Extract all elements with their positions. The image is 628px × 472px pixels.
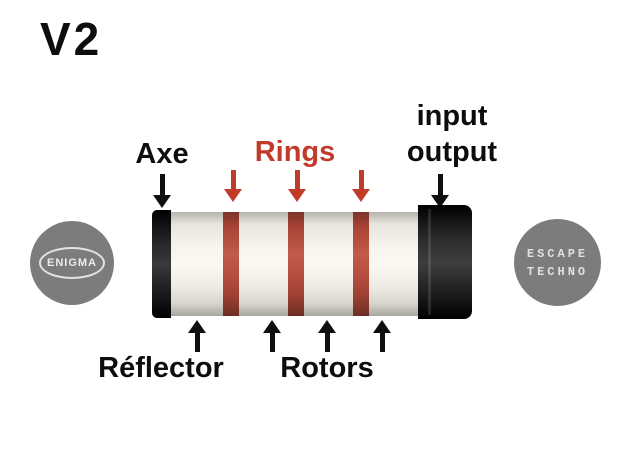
ring3-down-arrow-icon	[352, 170, 370, 202]
label-rings: Rings	[254, 136, 336, 168]
output-down-arrow-icon	[431, 174, 449, 208]
ring-band	[223, 212, 239, 316]
enigma-logo-badge: ENIGMA	[30, 221, 114, 305]
label-input: input	[416, 100, 488, 132]
version-title: V2	[40, 13, 103, 65]
ring-band	[353, 212, 369, 316]
escape-techno-badge: ESCAPE TECHNO	[514, 219, 601, 306]
input-output-cap	[418, 205, 472, 319]
label-rotors: Rotors	[280, 352, 374, 384]
label-output: output	[406, 136, 498, 169]
enigma-oval-outline: ENIGMA	[39, 247, 105, 279]
rotor1-up-arrow-icon	[263, 320, 281, 352]
ring1-down-arrow-icon	[224, 170, 242, 202]
escape-logo-line2: TECHNO	[526, 264, 589, 279]
ring-band	[288, 212, 304, 316]
ring2-down-arrow-icon	[288, 170, 306, 202]
enigma-logo-text: ENIGMA	[47, 257, 97, 269]
axe-down-arrow-icon	[153, 174, 171, 208]
label-reflector: Réflector	[98, 352, 224, 384]
reflector-up-arrow-icon	[188, 320, 206, 352]
label-input-output: input output	[392, 98, 512, 171]
rotor-cylinder-body	[171, 212, 418, 316]
escape-techno-logo-text: ESCAPE TECHNO	[527, 245, 588, 281]
reflector-cap	[152, 210, 171, 318]
escape-logo-line1: ESCAPE	[526, 246, 589, 261]
rotor3-up-arrow-icon	[373, 320, 391, 352]
rotor2-up-arrow-icon	[318, 320, 336, 352]
label-axe: Axe	[135, 138, 189, 170]
